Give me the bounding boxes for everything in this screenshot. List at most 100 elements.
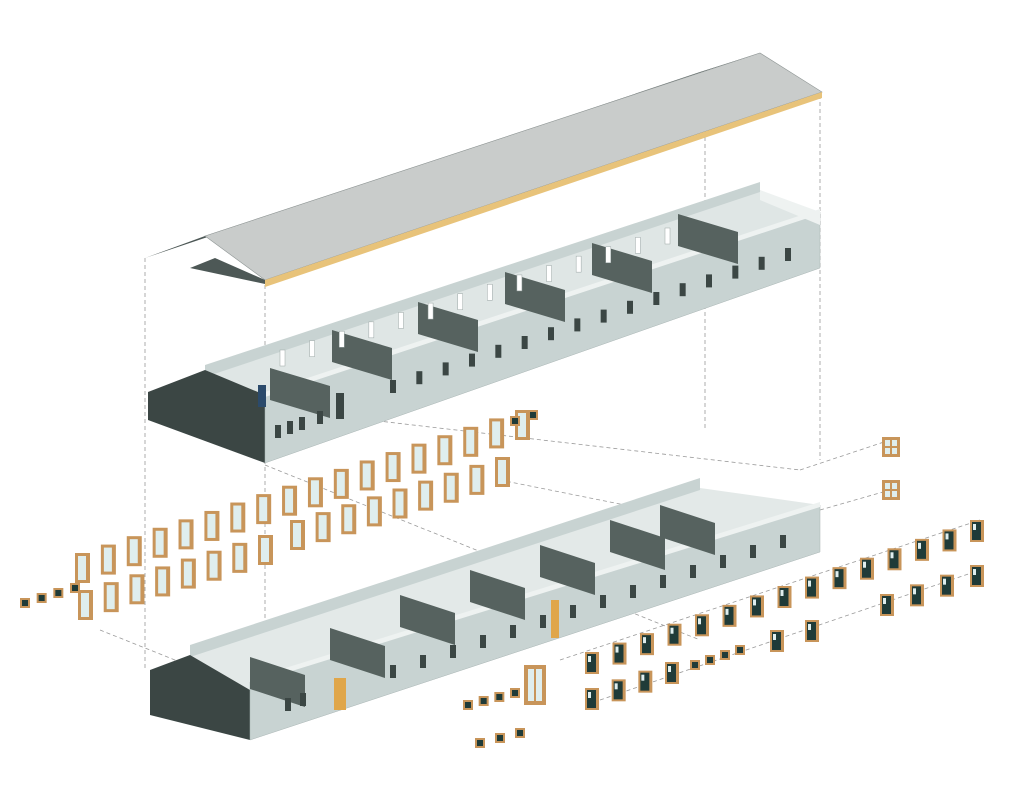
partition-wall	[610, 520, 665, 570]
wall-window-opening	[627, 300, 633, 314]
wall-window-opening	[487, 284, 493, 301]
wall-window-opening	[368, 321, 375, 339]
window-unit-small	[478, 696, 489, 706]
lower-door-front	[334, 678, 346, 710]
window-unit-small	[70, 583, 80, 593]
window-unit	[667, 623, 682, 646]
roof-fascia	[265, 92, 822, 287]
upper-door-blue	[258, 385, 266, 407]
lower-floor	[150, 478, 821, 741]
upper-floor	[148, 182, 821, 464]
window-unit	[880, 594, 894, 616]
wall-window-opening	[540, 615, 546, 628]
partition-wall	[678, 214, 738, 264]
wall-window-opening	[516, 274, 523, 292]
window-unit	[750, 595, 764, 618]
window-unit	[341, 504, 357, 535]
window-unit-small	[705, 655, 715, 665]
window-unit	[770, 630, 784, 652]
roof-gable-underside	[190, 258, 265, 284]
wall-window-opening	[660, 575, 666, 588]
window-unit-small	[690, 660, 700, 670]
upper-door	[336, 393, 344, 419]
wall-window-opening	[309, 340, 315, 357]
window-unit	[206, 550, 222, 581]
window-unit	[805, 576, 819, 599]
wall-window-opening	[630, 585, 636, 598]
wall-window-opening	[546, 265, 552, 282]
window-unit	[126, 536, 142, 567]
wall-window-opening	[690, 565, 696, 578]
wall-window-opening	[285, 698, 291, 711]
window-unit	[152, 527, 168, 558]
window-unit	[611, 679, 626, 702]
window-unit	[232, 542, 248, 573]
window-unit	[230, 502, 246, 533]
wall-window-opening	[299, 417, 305, 430]
wall-window-opening	[287, 421, 293, 434]
upper-back-wall	[205, 182, 760, 377]
window-unit	[100, 544, 116, 575]
partition-wall	[470, 570, 525, 620]
wall-window-opening	[457, 293, 463, 310]
wall-window-opening	[450, 645, 456, 658]
window-unit	[315, 512, 331, 543]
wall-window-opening	[420, 655, 426, 668]
window-unit	[940, 574, 954, 597]
partition-wall	[660, 505, 715, 555]
window-unit	[258, 535, 273, 565]
lower-door-inner	[551, 600, 559, 638]
wall-window-opening	[495, 344, 502, 358]
window-unit	[178, 519, 194, 550]
wall-window-opening	[653, 292, 660, 305]
upper-right-end-wall	[760, 190, 820, 225]
window-unit-small	[510, 416, 520, 426]
wall-window-opening	[279, 349, 286, 367]
partition-wall	[400, 595, 455, 645]
window-unit	[640, 633, 654, 656]
window-unit	[665, 662, 679, 684]
window-unit-small	[720, 650, 730, 660]
window-unit	[887, 548, 902, 571]
wall-window-opening	[300, 693, 306, 706]
window-unit	[832, 567, 847, 590]
window-unit	[695, 614, 709, 637]
window-unit	[385, 452, 401, 483]
wall-window-opening	[390, 665, 396, 678]
window-unit	[411, 443, 427, 474]
wall-window-opening	[390, 380, 396, 393]
wall-window-opening	[664, 227, 671, 245]
window-unit	[282, 485, 298, 516]
wall-window-opening	[317, 411, 323, 424]
wall-window-opening	[575, 255, 582, 273]
partition-wall	[540, 545, 595, 595]
wall-window-opening	[398, 312, 404, 329]
window-unit-double	[882, 480, 900, 500]
window-unit-small	[36, 593, 47, 603]
wall-window-opening	[635, 237, 641, 254]
window-unit	[970, 565, 984, 587]
wall-window-opening	[442, 362, 449, 376]
window-unit	[722, 604, 737, 627]
window-unit	[638, 670, 653, 693]
window-unit	[489, 418, 505, 449]
window-unit-small	[475, 738, 485, 748]
wall-window-opening	[706, 274, 712, 288]
wall-window-opening	[732, 265, 739, 279]
window-unit	[805, 620, 819, 642]
partition-wall	[330, 628, 385, 678]
wall-window-opening	[427, 302, 434, 320]
partition-wall	[250, 657, 305, 707]
window-unit-small	[495, 733, 505, 743]
window-unit	[585, 688, 599, 710]
window-unit	[103, 582, 119, 613]
window-unit	[777, 586, 792, 608]
window-unit-small	[53, 588, 64, 598]
wall-window-opening	[480, 635, 486, 648]
wall-window-opening	[548, 327, 554, 341]
window-unit	[75, 553, 90, 583]
window-unit	[366, 496, 382, 527]
wall-window-opening	[416, 371, 423, 385]
window-unit	[204, 510, 220, 541]
